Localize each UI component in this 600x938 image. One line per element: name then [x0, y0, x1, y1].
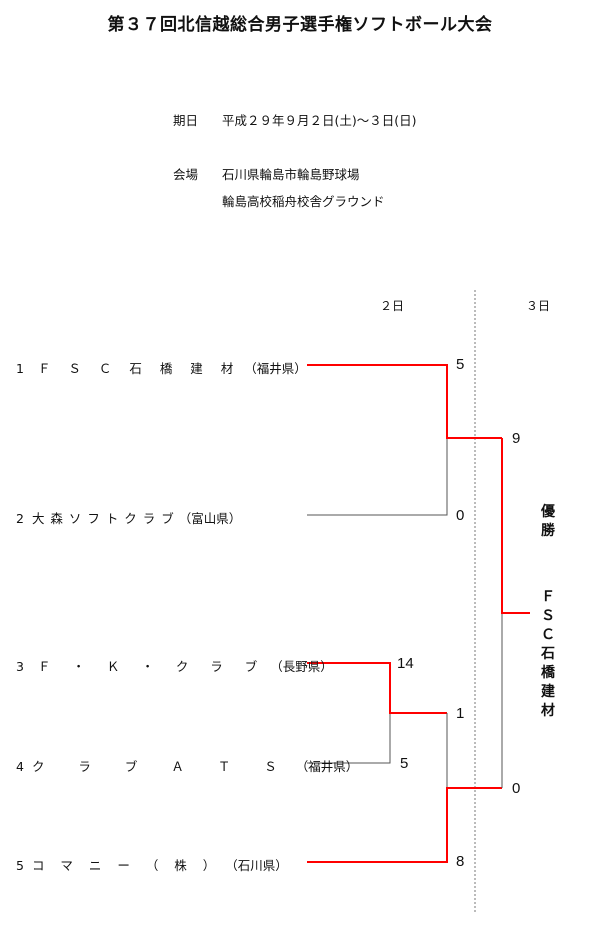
team-prefecture: （福井県） — [295, 759, 359, 774]
champion-name: ＦＳＣ石橋建材 — [541, 589, 555, 719]
champion-label: 優勝 — [541, 504, 555, 539]
team-name: Ｆ Ｓ Ｃ 石 橋 建 材 — [37, 361, 241, 376]
team-prefecture: （石川県） — [225, 858, 288, 873]
team-seed: 2 — [16, 511, 24, 526]
team-row-2: 2 大 森 ソ フ ト ク ラ ブ （富山県） — [16, 508, 241, 527]
date-value: 平成２９年９月２日(土)～３日(日) — [222, 113, 417, 128]
team-row-5: 5 コ マ ニ ー （ 株 ） （石川県） — [16, 855, 288, 874]
team-row-3: 3 Ｆ ・ Ｋ ・ ク ラ ブ （長野県） — [16, 656, 333, 675]
team-name: 大 森 ソ フ ト ク ラ ブ — [31, 511, 175, 526]
day-header-2: ２日 — [380, 299, 405, 313]
team-name: Ｆ ・ Ｋ ・ ク ラ ブ — [37, 659, 267, 674]
team-name: ク ラ ブ Ａ Ｔ Ｓ — [31, 759, 292, 774]
team-prefecture: （長野県） — [270, 659, 333, 674]
team-prefecture: （福井県） — [244, 361, 307, 376]
venue-line-2: 輪島高校稲舟校舎グラウンド — [222, 194, 385, 209]
score-r1-team1: 5 — [456, 356, 465, 373]
score-r1-team4: 5 — [400, 755, 409, 772]
team-row-1: 1 Ｆ Ｓ Ｃ 石 橋 建 材 （福井県） — [16, 358, 307, 377]
team-seed: 5 — [16, 858, 24, 873]
team-seed: 3 — [16, 659, 24, 674]
team-prefecture: （富山県） — [178, 511, 242, 526]
score-r1-team3: 14 — [397, 655, 414, 672]
score-r1-team2: 0 — [456, 507, 465, 524]
score-final-top: 9 — [512, 430, 521, 447]
date-label: 期日 — [173, 113, 199, 128]
page-title: 第３７回北信越総合男子選手権ソフトボール大会 — [107, 15, 493, 35]
team-seed: 4 — [16, 759, 24, 774]
day-header-3: ３日 — [526, 299, 551, 313]
score-sf-winner34: 1 — [456, 705, 465, 722]
venue-label: 会場 — [173, 167, 199, 182]
team-name: コ マ ニ ー （ 株 ） — [31, 858, 222, 873]
venue-line-1: 石川県輪島市輪島野球場 — [222, 167, 360, 182]
score-sf-team5: 8 — [456, 853, 465, 870]
score-final-bottom: 0 — [512, 780, 521, 797]
team-row-4: 4 ク ラ ブ Ａ Ｔ Ｓ （福井県） — [16, 756, 358, 775]
team-seed: 1 — [16, 361, 24, 376]
